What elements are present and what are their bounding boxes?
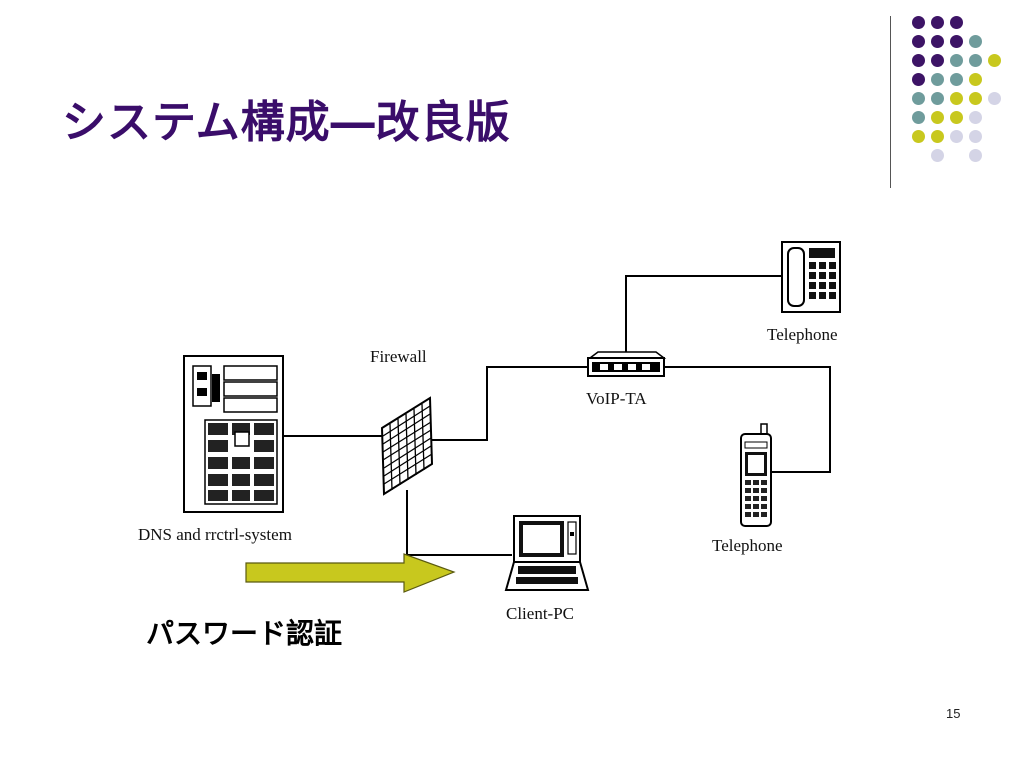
decorative-dot <box>931 92 944 105</box>
decorative-dot <box>912 54 925 67</box>
desk-telephone-icon <box>781 241 841 313</box>
decorative-dot <box>988 54 1001 67</box>
link-firewall-clientpc <box>406 490 512 556</box>
decorative-dot <box>912 16 925 29</box>
decorative-dot <box>969 149 982 162</box>
decorative-dot <box>988 92 1001 105</box>
slide-title: システム構成―改良版 <box>62 97 511 148</box>
decorative-dot <box>912 35 925 48</box>
decorative-dot <box>969 130 982 143</box>
decorative-dot <box>912 111 925 124</box>
decorative-dot <box>950 16 963 29</box>
title-divider <box>890 16 891 188</box>
client-pc-label: Client-PC <box>506 604 574 623</box>
decorative-dot <box>969 73 982 86</box>
voip-ta-label: VoIP-TA <box>586 389 647 408</box>
decorative-dot <box>969 92 982 105</box>
link-voipta-telephone-mobile <box>664 366 831 473</box>
decorative-dot <box>950 54 963 67</box>
decorative-dot <box>912 130 925 143</box>
decorative-dot <box>931 54 944 67</box>
decorative-dot-grid <box>900 10 1010 170</box>
link-firewall-voipta <box>420 366 588 441</box>
decorative-dot <box>950 111 963 124</box>
decorative-dot <box>931 111 944 124</box>
password-auth-label: パスワード認証 <box>146 617 343 650</box>
decorative-dot <box>950 130 963 143</box>
decorative-dot <box>969 35 982 48</box>
decorative-dot <box>950 92 963 105</box>
decorative-dot <box>931 73 944 86</box>
decorative-dot <box>969 111 982 124</box>
firewall-label: Firewall <box>370 347 427 366</box>
voip-ta-icon <box>587 351 667 377</box>
telephone-mobile-label: Telephone <box>712 536 783 555</box>
decorative-dot <box>931 149 944 162</box>
client-pc-icon <box>504 515 590 591</box>
decorative-dot <box>931 35 944 48</box>
telephone-desk-label: Telephone <box>767 325 838 344</box>
page-number: 15 <box>946 706 961 721</box>
link-voipta-telephone-desk <box>625 275 782 358</box>
decorative-dot <box>969 54 982 67</box>
decorative-dot <box>950 73 963 86</box>
mobile-telephone-icon <box>740 423 772 527</box>
server-icon <box>183 355 284 513</box>
decorative-dot <box>912 73 925 86</box>
firewall-icon <box>380 396 434 496</box>
authentication-arrow <box>245 553 456 593</box>
decorative-dot <box>950 35 963 48</box>
server-label: DNS and rrctrl-system <box>138 525 292 544</box>
decorative-dot <box>912 92 925 105</box>
decorative-dot <box>931 16 944 29</box>
decorative-dot <box>931 130 944 143</box>
